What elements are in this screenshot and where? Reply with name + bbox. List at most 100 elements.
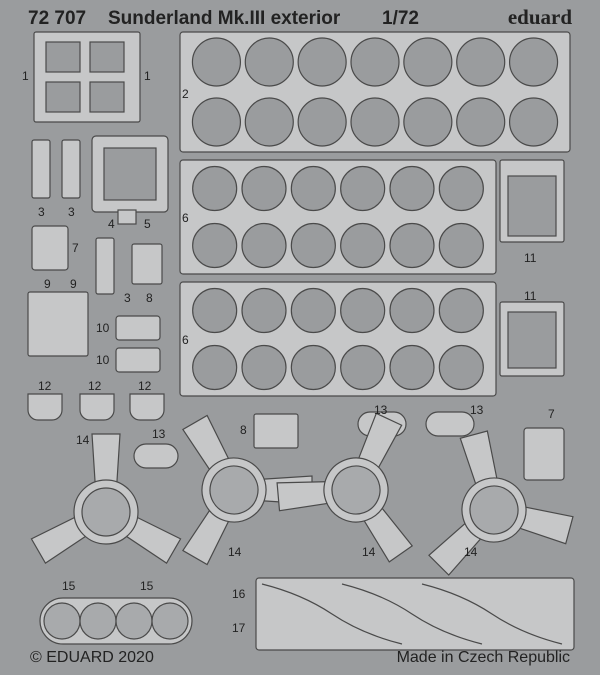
part-6-ring-strip-upper: [179, 159, 497, 275]
label-part-9-b: 9: [70, 277, 77, 291]
label-part-14-b: 14: [228, 545, 242, 559]
brand-logo: eduard: [507, 5, 572, 29]
ring-hole: [297, 37, 347, 87]
ring-hole: [438, 165, 484, 212]
label-part-13-a: 13: [152, 427, 166, 441]
ring-hole: [290, 165, 336, 212]
label-part-15-a: 15: [62, 579, 76, 593]
part-9-rails: [27, 291, 89, 357]
label-part-17: 17: [232, 621, 246, 635]
part-number: 72 707: [28, 8, 87, 29]
ring-hole: [192, 222, 238, 269]
origin-label: Made in Czech Republic: [396, 649, 570, 666]
ring-hole: [438, 287, 484, 334]
part-13-pills: [133, 411, 475, 469]
ring-hole: [297, 97, 347, 147]
ring-hole: [508, 97, 559, 147]
part-10-tabs: [115, 315, 161, 373]
ring-hole: [350, 97, 400, 147]
label-part-14-a: 14: [76, 433, 90, 447]
label-part-2: 2: [182, 87, 189, 101]
ring-hole: [508, 37, 559, 87]
part-3-strips: [31, 139, 115, 295]
ring-hole: [403, 37, 453, 87]
spinner: [182, 414, 313, 566]
part-4-5-panel: [91, 135, 169, 225]
ring-hole: [340, 344, 386, 391]
ring-hole: [438, 222, 484, 269]
part-1: [33, 31, 141, 123]
label-part-11-upper: 11: [524, 251, 537, 265]
ring-hole: [456, 97, 506, 147]
label-part-3-c: 3: [124, 291, 131, 305]
label-part-13-c: 13: [470, 403, 484, 417]
fret-title: Sunderland Mk.III exterior: [108, 8, 341, 29]
ring-hole: [241, 222, 287, 269]
spinner-hub-inner: [469, 485, 519, 535]
ring-hole: [241, 287, 287, 334]
label-part-7-right: 7: [548, 407, 555, 421]
label-part-5: 5: [144, 217, 151, 231]
label-part-6-upper: 6: [182, 211, 189, 225]
ring-hole: [290, 222, 336, 269]
ring-hole: [340, 222, 386, 269]
ring-hole: [456, 37, 506, 87]
part-16-17-strip: [255, 577, 575, 651]
label-part-14-c: 14: [362, 545, 376, 559]
label-part-14-d: 14: [464, 545, 478, 559]
ring-hole: [290, 344, 336, 391]
label-part-4: 4: [108, 217, 115, 231]
label-part-7-left: 7: [72, 241, 79, 255]
ring-hole: [192, 165, 238, 212]
label-part-6-lower: 6: [182, 333, 189, 347]
spinner-hub-inner: [209, 465, 259, 515]
ring-hole: [340, 165, 386, 212]
label-part-12-a: 12: [38, 379, 52, 393]
ring-hole: [244, 37, 294, 87]
ring-hole: [290, 287, 336, 334]
part-7-brackets: [31, 225, 565, 481]
label-part-8-right: 8: [240, 423, 247, 437]
label-part-3-a: 3: [38, 205, 45, 219]
label-part-13-b: 13: [374, 403, 388, 417]
part-12-u-parts: [27, 393, 165, 421]
spinner-hub-inner: [81, 487, 131, 537]
ring-hole: [191, 97, 242, 147]
part-8-clips: [131, 243, 299, 449]
label-part-1-left: 1: [22, 69, 29, 83]
ring-hole: [438, 344, 484, 391]
spinner: [276, 412, 414, 563]
copyright: © EDUARD 2020: [30, 649, 154, 666]
part-11-upper: [499, 159, 565, 243]
label-part-10-upper: 10: [96, 321, 110, 335]
label-part-3-b: 3: [68, 205, 75, 219]
part-11-lower: [499, 301, 565, 377]
ring-hole: [340, 287, 386, 334]
part-14-propeller-spinners: [30, 412, 574, 576]
ring-hole: [241, 165, 287, 212]
label-part-15-b: 15: [140, 579, 154, 593]
ring-hole: [389, 344, 435, 391]
ring-hole: [192, 344, 238, 391]
ring-hole: [191, 37, 242, 87]
ring-hole: [241, 344, 287, 391]
label-part-12-b: 12: [88, 379, 102, 393]
ring-hole: [389, 165, 435, 212]
spinner: [30, 433, 182, 564]
label-part-12-c: 12: [138, 379, 152, 393]
ring-hole: [192, 287, 238, 334]
label-part-16: 16: [232, 587, 246, 601]
scale-label: 1/72: [382, 8, 419, 29]
part-2-ring-strip: [179, 31, 571, 153]
ring-hole: [403, 97, 453, 147]
part-15-discs: [39, 597, 193, 645]
label-part-11-lower: 11: [524, 289, 537, 303]
label-part-10-lower: 10: [96, 353, 110, 367]
label-part-1-right: 1: [144, 69, 151, 83]
ring-hole: [389, 222, 435, 269]
spinner: [428, 430, 574, 576]
part-6-ring-strip-lower: [179, 281, 497, 397]
ring-hole: [244, 97, 294, 147]
spinner-hub-inner: [331, 465, 381, 515]
